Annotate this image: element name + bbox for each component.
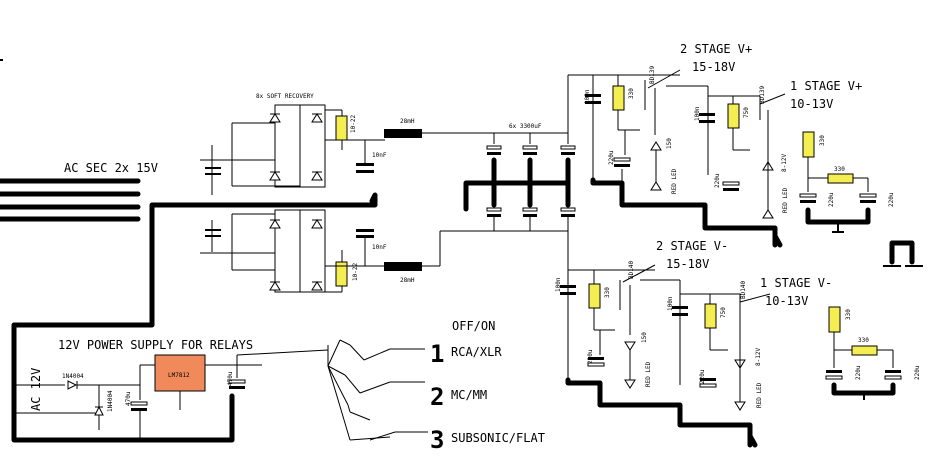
cap-bank-label: 6x 3300uF [509, 123, 542, 130]
switch-2-number: 2 [430, 383, 444, 411]
bridge-lower [200, 209, 326, 293]
stage2-neg-voltage: 15-18V [666, 257, 709, 271]
pos-regulator-ground [590, 177, 778, 248]
res-330-a: 330 [628, 88, 635, 99]
res-10-22-lower: 10-22 [352, 263, 359, 281]
off-on-label: OFF/ON [452, 319, 495, 333]
res-750-b: 750 [720, 307, 727, 318]
res-150-b: 150 [641, 332, 648, 343]
cap-100n-d: 100n [667, 296, 674, 311]
snubber-upper [325, 109, 385, 173]
led-red-d: RED LED [756, 382, 763, 408]
bridge-upper [200, 104, 326, 195]
diode-symbol [269, 113, 323, 181]
stage1-neg-label: 1 STAGE V- [760, 276, 832, 290]
cap-220u-d: 220u [699, 369, 706, 384]
ac-12v-label: AC 12V [29, 368, 43, 411]
res-330-rc-d: 330 [858, 337, 869, 344]
bd140-a: BD140 [628, 261, 635, 279]
res-150-a: 150 [666, 138, 673, 149]
inductor-upper-label: 28mH [400, 118, 415, 125]
bd139-b: BD139 [759, 86, 766, 104]
diode-1n4004-a: 1N4004 [62, 373, 84, 380]
ground-bus-loop [11, 192, 378, 423]
ground-symbols-right [883, 240, 923, 267]
pos-regulator [568, 69, 786, 219]
soft-recovery-label: 8x SOFT RECOVERY [256, 93, 314, 100]
cap-220u-rc-d: 220u [914, 365, 921, 380]
stage1-neg-voltage: 10-13V [765, 294, 808, 308]
bd139-a: BD139 [649, 66, 656, 84]
res-10-22-upper: 10-22 [350, 115, 357, 133]
led-red-a: RED LED [671, 168, 678, 194]
res-330-rc-b: 330 [834, 166, 845, 173]
inductor-upper [384, 129, 422, 138]
cap-bank [486, 75, 576, 270]
cap-100n-a: 100n [584, 89, 591, 104]
res-330-rc-c: 330 [845, 309, 852, 320]
diode-1n4004-b: 1N4004 [107, 390, 114, 412]
neg-regulator [560, 264, 771, 411]
cap-220u-b: 220u [714, 173, 721, 188]
neg-regulator-ground [565, 377, 753, 448]
switch-3-label: SUBSONIC/FLAT [451, 431, 545, 445]
stage2-neg-label: 2 STAGE V- [656, 239, 728, 253]
led-red-b: RED LED [782, 187, 789, 213]
switch-wiring [327, 339, 428, 441]
relay-psu [14, 349, 329, 440]
ground-bus-relay-bottom [11, 393, 235, 443]
ac-sec-label: AC SEC 2x 15V [64, 161, 158, 175]
rc-filter-neg [825, 306, 902, 400]
cap-220u-rc-c: 220u [855, 365, 862, 380]
inductor-lower [384, 262, 422, 271]
switch-3-number: 3 [430, 426, 444, 454]
stage2-pos-label: 2 STAGE V+ [680, 42, 752, 56]
cap-220u-rc-a: 220u [828, 192, 835, 207]
cap-220u-c: 220u [587, 349, 594, 364]
cap-220u-rc-b: 220u [888, 192, 895, 207]
cap-470u-b: 470u [227, 371, 234, 386]
res-330-c: 330 [604, 287, 611, 298]
relay-psu-title: 12V POWER SUPPLY FOR RELAYS [58, 338, 253, 352]
switch-1-number: 1 [430, 340, 444, 368]
bd140-b: BD140 [740, 281, 747, 299]
cap-470u-a: 470u [125, 391, 132, 406]
inductor-lower-label: 28mH [400, 277, 415, 284]
zener-8-12v-a: 8-12V [781, 154, 788, 172]
res-750-a: 750 [743, 107, 750, 118]
stage1-pos-voltage: 10-13V [790, 97, 833, 111]
cap-10nf-lower: 10nF [372, 244, 387, 251]
regulator-label: LM7812 [168, 372, 190, 379]
led-red-c: RED LED [645, 361, 652, 387]
cap-100n-c: 100n [555, 277, 562, 292]
snubber-lower [325, 229, 385, 293]
res-330-rc-a: 330 [819, 135, 826, 146]
zener-8-12v-b: 8-12V [755, 348, 762, 366]
switch-1-label: RCA/XLR [451, 345, 502, 359]
switch-2-label: MC/MM [451, 388, 487, 402]
ac-input-buses [0, 59, 141, 222]
cap-bank-ground [463, 180, 571, 208]
stage2-pos-voltage: 15-18V [692, 60, 735, 74]
stage1-pos-label: 1 STAGE V+ [790, 79, 862, 93]
rc-filter-pos [799, 131, 877, 233]
cap-10nf-upper: 10nF [372, 152, 387, 159]
cap-220u-a: 220u [608, 150, 615, 165]
cap-100n-b: 100n [694, 106, 701, 121]
